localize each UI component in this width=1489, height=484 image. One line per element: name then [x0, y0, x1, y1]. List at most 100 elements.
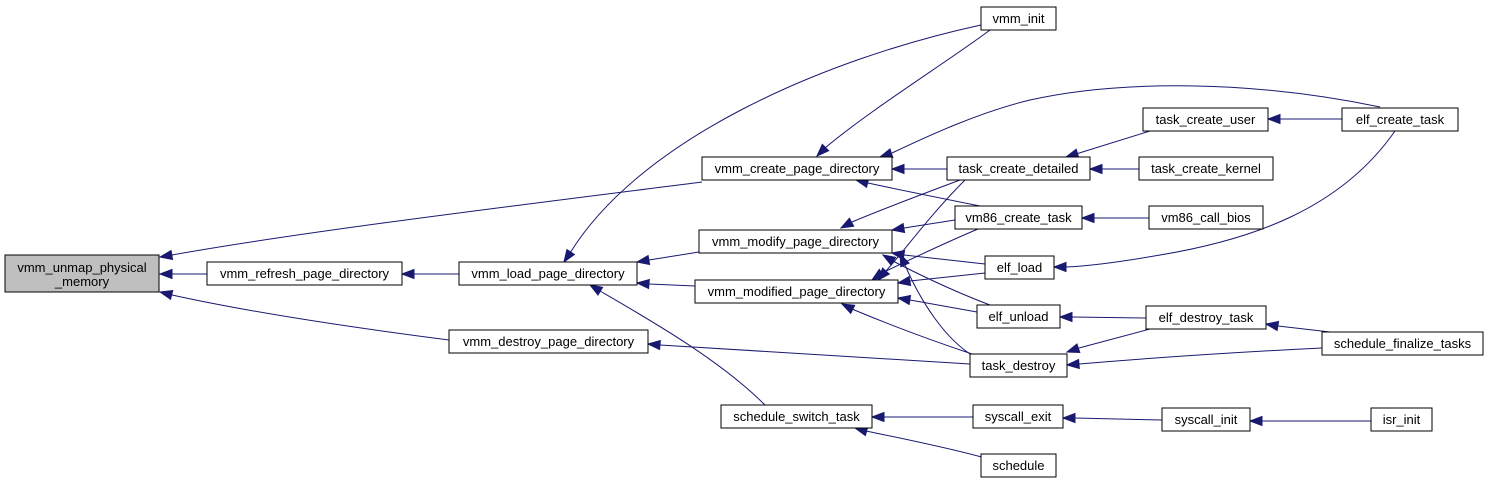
node-box	[976, 304, 1061, 329]
node-label: task_destroy	[982, 358, 1056, 373]
arrowhead	[1065, 358, 1080, 370]
edge-line	[909, 299, 978, 313]
edge-vmm-modify-page-directory-to-vmm-load-page-directory	[635, 251, 700, 266]
edge-line	[648, 283, 696, 287]
arrowhead	[158, 289, 174, 301]
node-label: vmm_modify_page_directory	[712, 234, 879, 249]
edge-elf-create-task-to-task-create-user	[1266, 113, 1342, 125]
edge-vm86-call-bios-to-vm86-create-task	[1080, 212, 1149, 224]
edge-schedule-to-schedule-switch-task	[853, 426, 986, 459]
edge-line	[171, 294, 450, 341]
arrowhead	[158, 268, 173, 280]
arrowhead	[1058, 311, 1073, 323]
edge-line	[569, 24, 982, 254]
edge-line	[881, 228, 979, 274]
node-box	[698, 229, 893, 254]
arrowhead	[563, 248, 576, 264]
arrowhead	[870, 411, 885, 423]
node-schedule-finalize-tasks[interactable]: schedule_finalize_tasks	[1321, 331, 1484, 356]
edge-vmm-destroy-page-directory-to-vmm-unmap-physical-memory	[158, 289, 450, 341]
edge-line	[1065, 130, 1396, 268]
node-box	[980, 6, 1057, 31]
node-task-create-detailed[interactable]: task_create_detailed	[946, 156, 1091, 181]
node-task-create-kernel[interactable]: task_create_kernel	[1138, 156, 1274, 181]
node-isr-init[interactable]: isr_init	[1370, 407, 1433, 432]
node-box	[1161, 407, 1251, 432]
arrowhead	[878, 148, 894, 159]
node-label: vmm_create_page_directory	[715, 161, 880, 176]
edge-vmm-init-to-vmm-create-page-directory	[815, 29, 991, 158]
node-label: schedule_finalize_tasks	[1334, 336, 1472, 351]
node-vmm-load-page-directory[interactable]: vmm_load_page_directory	[458, 261, 638, 286]
arrowhead	[588, 284, 604, 296]
edge-task-create-kernel-to-task-create-detailed	[1088, 163, 1139, 175]
node-box	[448, 329, 649, 354]
node-schedule[interactable]: schedule	[980, 453, 1057, 478]
arrowhead	[896, 294, 912, 306]
edge-line	[865, 430, 986, 459]
edge-vmm-create-page-directory-to-vmm-unmap-physical-memory	[158, 181, 703, 261]
node-box	[4, 254, 160, 293]
node-label: vm86_create_task	[965, 210, 1072, 225]
node-vmm-modify-page-directory[interactable]: vmm_modify_page_directory	[698, 229, 893, 254]
node-vmm-unmap-physical-memory[interactable]: vmm_unmap_physical _memory	[4, 254, 160, 293]
arrowhead	[840, 303, 856, 315]
node-elf-create-task[interactable]: elf_create_task	[1341, 107, 1459, 132]
edge-task-create-user-to-task-create-detailed	[1064, 130, 1151, 159]
node-box	[1145, 305, 1267, 330]
edge-line	[824, 29, 991, 149]
edge-line	[867, 182, 981, 207]
node-syscall-exit[interactable]: syscall_exit	[972, 404, 1064, 429]
node-label: isr_init	[1383, 412, 1421, 427]
node-box	[701, 156, 893, 181]
edge-line	[885, 179, 966, 272]
edge-elf-destroy-task-to-elf-unload	[1058, 311, 1147, 323]
arrowhead	[890, 222, 906, 234]
node-vmm-create-page-directory[interactable]: vmm_create_page_directory	[701, 156, 893, 181]
edge-line	[599, 290, 766, 406]
edge-isr-init-to-syscall-init	[1248, 415, 1371, 427]
edge-syscall-init-to-syscall-exit	[1061, 412, 1163, 424]
edge-schedule-finalize-tasks-to-elf-destroy-task	[1264, 320, 1331, 333]
node-label-line-2: _memory	[54, 274, 110, 289]
node-box	[954, 205, 1083, 230]
node-vmm-init[interactable]: vmm_init	[980, 6, 1057, 31]
arrowhead	[1264, 320, 1280, 332]
node-label: task_create_user	[1156, 112, 1256, 127]
node-elf-destroy-task[interactable]: elf_destroy_task	[1145, 305, 1267, 330]
edge-line	[648, 251, 700, 261]
node-syscall-init[interactable]: syscall_init	[1161, 407, 1251, 432]
arrowhead	[877, 267, 891, 282]
edge-line	[171, 181, 703, 256]
node-elf-load[interactable]: elf_load	[984, 255, 1055, 280]
node-elf-unload[interactable]: elf_unload	[976, 304, 1061, 329]
edge-line	[903, 219, 956, 229]
arrowhead	[646, 339, 661, 351]
node-box	[206, 261, 403, 286]
node-box	[1138, 156, 1274, 181]
arrowhead	[1052, 261, 1067, 273]
arrowhead	[1080, 212, 1095, 224]
node-task-create-user[interactable]: task_create_user	[1142, 107, 1269, 132]
node-label: vmm_load_page_directory	[471, 266, 625, 281]
node-vmm-destroy-page-directory[interactable]: vmm_destroy_page_directory	[448, 329, 649, 354]
node-label: vmm_init	[992, 11, 1044, 26]
edge-vm86-create-task-to-vmm-modify-page-directory	[890, 219, 956, 234]
edge-elf-load-to-vmm-modified-page-directory	[896, 272, 986, 287]
edge-elf-destroy-task-to-task-destroy	[1065, 328, 1151, 354]
node-label: schedule	[992, 458, 1044, 473]
node-schedule-switch-task[interactable]: schedule_switch_task	[720, 404, 873, 429]
edge-line	[851, 308, 976, 356]
edge-schedule-switch-task-to-vmm-load-page-directory	[588, 284, 766, 406]
edge-task-destroy-to-vmm-destroy-page-directory	[646, 339, 971, 365]
arrowhead	[890, 163, 905, 175]
node-task-destroy[interactable]: task_destroy	[969, 353, 1068, 378]
node-vm86-call-bios[interactable]: vm86_call_bios	[1148, 205, 1264, 230]
node-vmm-refresh-page-directory[interactable]: vmm_refresh_page_directory	[206, 261, 403, 286]
edge-task-create-detailed-to-vmm-create-page-directory	[890, 163, 947, 175]
node-vmm-modified-page-directory[interactable]: vmm_modified_page_directory	[694, 279, 899, 304]
node-label: elf_unload	[989, 309, 1049, 324]
node-vm86-create-task[interactable]: vm86_create_task	[954, 205, 1083, 230]
arrowhead	[815, 143, 830, 158]
arrowhead	[1088, 163, 1103, 175]
